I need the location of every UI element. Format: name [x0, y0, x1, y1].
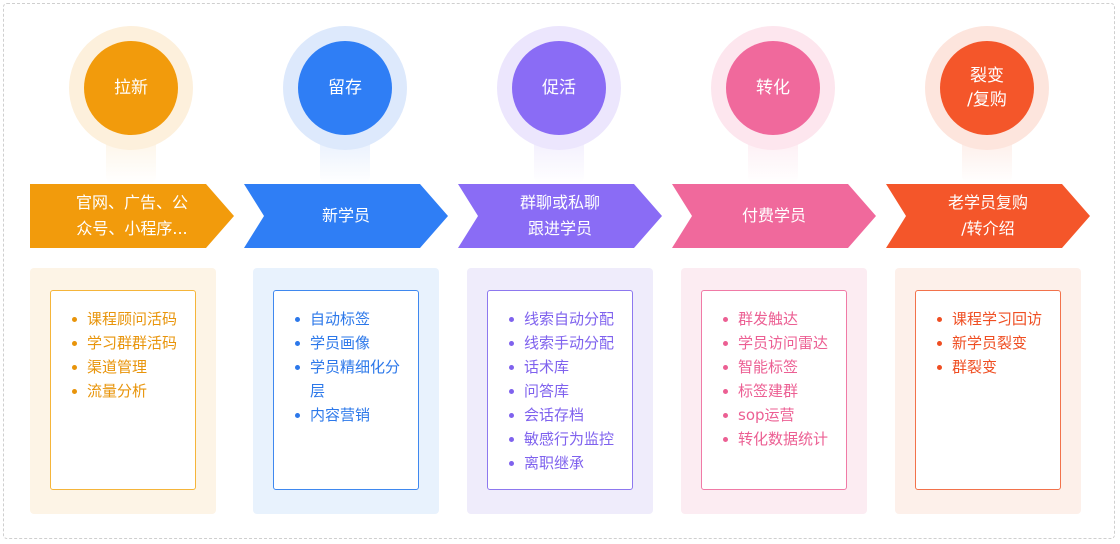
feature-item: 敏感行为监控: [509, 427, 622, 451]
feature-item: 问答库: [509, 379, 622, 403]
stage-column: 转化付费学员: [672, 0, 886, 544]
stage-column: 留存新学员: [244, 0, 458, 544]
feature-list: 线索自动分配线索手动分配话术库问答库会话存档敏感行为监控离职继承: [488, 291, 632, 475]
stage-column: 拉新官网、广告、公 众号、小程序...: [30, 0, 244, 544]
feature-item: 线索手动分配: [509, 331, 622, 355]
feature-item: 流量分析: [72, 379, 185, 403]
feature-item: 自动标签: [295, 307, 408, 331]
stage-column: 裂变 /复购老学员复购 /转介绍: [886, 0, 1100, 544]
feature-item: 学员精细化分层: [295, 355, 408, 403]
feature-box: 自动标签学员画像学员精细化分层内容营销: [273, 290, 419, 490]
feature-box: 课程学习回访新学员裂变群裂变: [915, 290, 1061, 490]
stage-banner: 新学员: [244, 184, 448, 248]
stage-banner: 官网、广告、公 众号、小程序...: [30, 184, 234, 248]
feature-item: 课程顾问活码: [72, 307, 185, 331]
stage-circle: 留存: [298, 41, 392, 135]
feature-item: 渠道管理: [72, 355, 185, 379]
feature-item: 内容营销: [295, 403, 408, 427]
feature-item: 学员画像: [295, 331, 408, 355]
feature-item: 智能标签: [723, 355, 836, 379]
feature-list: 课程顾问活码学习群群活码渠道管理流量分析: [51, 291, 195, 403]
feature-item: 离职继承: [509, 451, 622, 475]
feature-item: 群裂变: [937, 355, 1050, 379]
stage-banner: 付费学员: [672, 184, 876, 248]
diagram-frame: [3, 3, 1115, 539]
feature-box: 线索自动分配线索手动分配话术库问答库会话存档敏感行为监控离职继承: [487, 290, 633, 490]
stage-circle: 拉新: [84, 41, 178, 135]
feature-item: 转化数据统计: [723, 427, 836, 451]
feature-item: 学习群群活码: [72, 331, 185, 355]
stage-circle: 裂变 /复购: [940, 41, 1034, 135]
stage-banner: 群聊或私聊 跟进学员: [458, 184, 662, 248]
feature-item: 群发触达: [723, 307, 836, 331]
feature-item: 线索自动分配: [509, 307, 622, 331]
feature-item: 话术库: [509, 355, 622, 379]
feature-item: 学员访问雷达: [723, 331, 836, 355]
feature-item: 课程学习回访: [937, 307, 1050, 331]
stage-banner: 老学员复购 /转介绍: [886, 184, 1090, 248]
feature-item: 会话存档: [509, 403, 622, 427]
feature-list: 自动标签学员画像学员精细化分层内容营销: [274, 291, 418, 427]
feature-item: sop运营: [723, 403, 836, 427]
stage-circle: 促活: [512, 41, 606, 135]
feature-item: 新学员裂变: [937, 331, 1050, 355]
feature-box: 课程顾问活码学习群群活码渠道管理流量分析: [50, 290, 196, 490]
feature-item: 标签建群: [723, 379, 836, 403]
feature-list: 课程学习回访新学员裂变群裂变: [916, 291, 1060, 379]
stage-circle: 转化: [726, 41, 820, 135]
stage-column: 促活群聊或私聊 跟进学员: [458, 0, 672, 544]
